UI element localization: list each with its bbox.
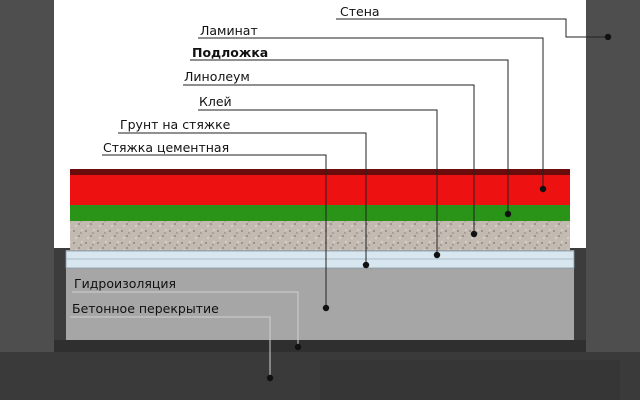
label-linoleum: Линолеум xyxy=(184,69,250,84)
dot-glue xyxy=(433,251,441,259)
leader-line-glue xyxy=(198,109,438,255)
concrete-slab-bottom xyxy=(54,340,586,352)
dot-wall xyxy=(604,33,612,41)
underlay-layer xyxy=(70,205,570,221)
label-waterproofing: Гидроизоляция xyxy=(74,276,177,291)
leader-line-wall xyxy=(336,18,608,38)
leader-line-waterproofing xyxy=(72,291,299,347)
label-glue: Клей xyxy=(199,94,232,109)
leader-line-laminate xyxy=(198,37,544,189)
screed-layer xyxy=(70,221,570,250)
leader-line-underlay xyxy=(190,59,509,214)
laminate-layer xyxy=(70,174,570,205)
laminate-top-edge xyxy=(70,169,570,175)
leader-line-screed xyxy=(102,154,327,308)
label-laminate: Ламинат xyxy=(200,23,258,38)
waterproofing-layer xyxy=(65,250,575,269)
dot-underlay xyxy=(504,210,512,218)
dot-linoleum xyxy=(470,230,478,238)
dot-primer xyxy=(362,261,370,269)
left-edge-block xyxy=(0,0,54,352)
dot-waterproofing xyxy=(294,343,302,351)
leader-lines-light xyxy=(70,291,299,378)
label-screed: Стяжка цементная xyxy=(103,140,230,155)
marker-dots xyxy=(266,33,612,382)
wall-block xyxy=(586,0,640,356)
ground-shadow xyxy=(320,360,620,400)
label-slab: Бетонное перекрытие xyxy=(72,301,219,316)
label-wall: Стена xyxy=(340,4,380,19)
dot-slab xyxy=(266,374,274,382)
label-primer: Грунт на стяжке xyxy=(120,117,231,132)
dot-screed xyxy=(322,304,330,312)
dot-laminate xyxy=(539,185,547,193)
leader-line-linoleum xyxy=(183,84,475,234)
leader-lines xyxy=(102,18,608,308)
leader-line-primer xyxy=(118,132,367,265)
leader-line-slab xyxy=(70,316,271,378)
label-underlay: Подложка xyxy=(192,45,269,60)
